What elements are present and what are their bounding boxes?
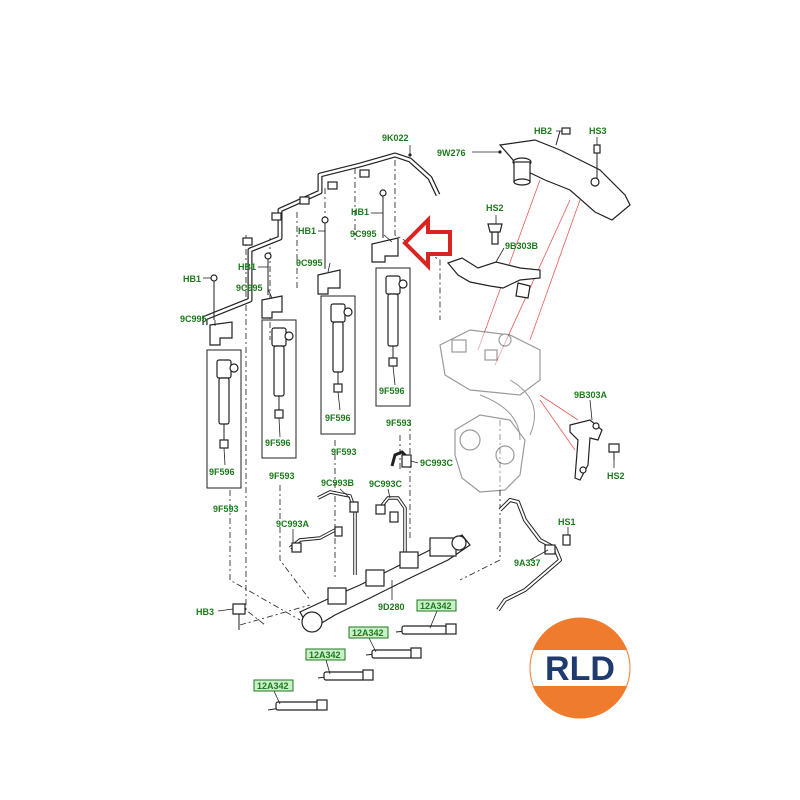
label-washer-3: 9F596: [325, 413, 351, 423]
label-washer-1: 9F596: [209, 467, 235, 477]
label-bolt-hb2: HB2: [534, 126, 552, 136]
injector-1: [206, 349, 242, 489]
label-fuel-rail: 9D280: [378, 602, 405, 612]
bolt-hb3-icon: [232, 603, 246, 630]
label-fuel-pipe-c: 9C993C: [369, 479, 403, 489]
label-glow-plug-4: 12A342: [257, 681, 289, 691]
logo-text: RLD: [545, 650, 615, 688]
label-stud-hs3: HS3: [589, 126, 607, 136]
stud-hs2-right-icon: [608, 443, 620, 460]
rail-pipe: [202, 152, 441, 325]
rld-logo: RLD: [529, 617, 631, 719]
hidden-red-lines: [477, 179, 581, 451]
glow-plug-4: [267, 699, 328, 711]
label-stud-hs1: HS1: [558, 517, 576, 527]
pump-fuel-pipe: [496, 498, 571, 612]
label-stud-hs2-top: HS2: [486, 203, 504, 213]
reference-lines: [229, 160, 501, 626]
common-fuel-rail: [299, 534, 471, 633]
label-clamp-2: 9C995: [236, 283, 263, 293]
glow-plug-2: [365, 647, 422, 659]
injector-clamp-set-2: [261, 252, 283, 319]
label-clamp-3: 9C995: [296, 258, 323, 268]
label-bolt-hb1-3: HB1: [298, 226, 316, 236]
left-arrow-icon: [402, 215, 452, 271]
label-box-glow-plug-3: [305, 648, 346, 661]
label-bracket-9b303b: 9B303B: [505, 241, 539, 251]
label-fuel-pipe-a: 9C993A: [276, 519, 310, 529]
injector-2: [261, 319, 297, 459]
injector-clamp-set-1: [209, 274, 233, 346]
bracket-9b303b: [446, 223, 541, 299]
label-stud-hs2-right: HS2: [607, 471, 625, 481]
label-washer-4: 9F596: [379, 386, 405, 396]
label-bolt-hb1-1: HB1: [183, 274, 201, 284]
label-heat-shield: 9W276: [437, 148, 466, 158]
label-glow-plug-1: 12A342: [420, 601, 452, 611]
label-box-glow-plug-1: [416, 599, 457, 612]
label-glow-plug-3: 12A342: [309, 650, 341, 660]
injector-clamp-set-3: [317, 216, 341, 295]
bolt-hb2-icon: [555, 127, 571, 146]
label-fuel-pipe-c2: 9C993C: [420, 458, 454, 468]
label-injector-4: 9F593: [386, 418, 412, 428]
label-washer-2: 9F596: [265, 438, 291, 448]
injector-3: [320, 295, 356, 435]
glow-plug-3: [317, 669, 374, 681]
heat-shield: [498, 139, 631, 221]
label-injector-2: 9F593: [269, 471, 295, 481]
label-injector-1: 9F593: [213, 504, 239, 514]
label-clamp-1: 9C995: [180, 314, 207, 324]
label-rail-pipe: 9K022: [382, 133, 409, 143]
bracket-9b303a: [569, 419, 603, 481]
label-bolt-hb1-4: HB1: [351, 207, 369, 217]
fuel-pipes: [288, 450, 412, 575]
label-bolt-hb1-2: HB1: [238, 262, 256, 272]
label-clamp-4: 9C995: [350, 229, 377, 239]
label-glow-plug-2: 12A342: [352, 628, 384, 638]
injector-clamp-set-4: [371, 189, 399, 263]
injector-4: [375, 267, 411, 407]
high-pressure-pump: [439, 329, 541, 493]
label-fuel-pipe-b: 9C993B: [321, 478, 355, 488]
label-box-glow-plug-2: [348, 626, 389, 639]
label-box-glow-plug-4: [253, 679, 294, 692]
glow-plug-1: [395, 623, 457, 635]
label-pump-pipe: 9A337: [514, 558, 541, 568]
label-injector-3: 9F593: [331, 447, 357, 457]
part-labels: 9K022 9W276 HB2 HS3 HS2 9B303B 9B303A HS…: [180, 126, 625, 692]
leader-lines: [203, 130, 615, 705]
label-bolt-hb3: HB3: [196, 607, 214, 617]
label-bracket-9b303a: 9B303A: [574, 390, 608, 400]
